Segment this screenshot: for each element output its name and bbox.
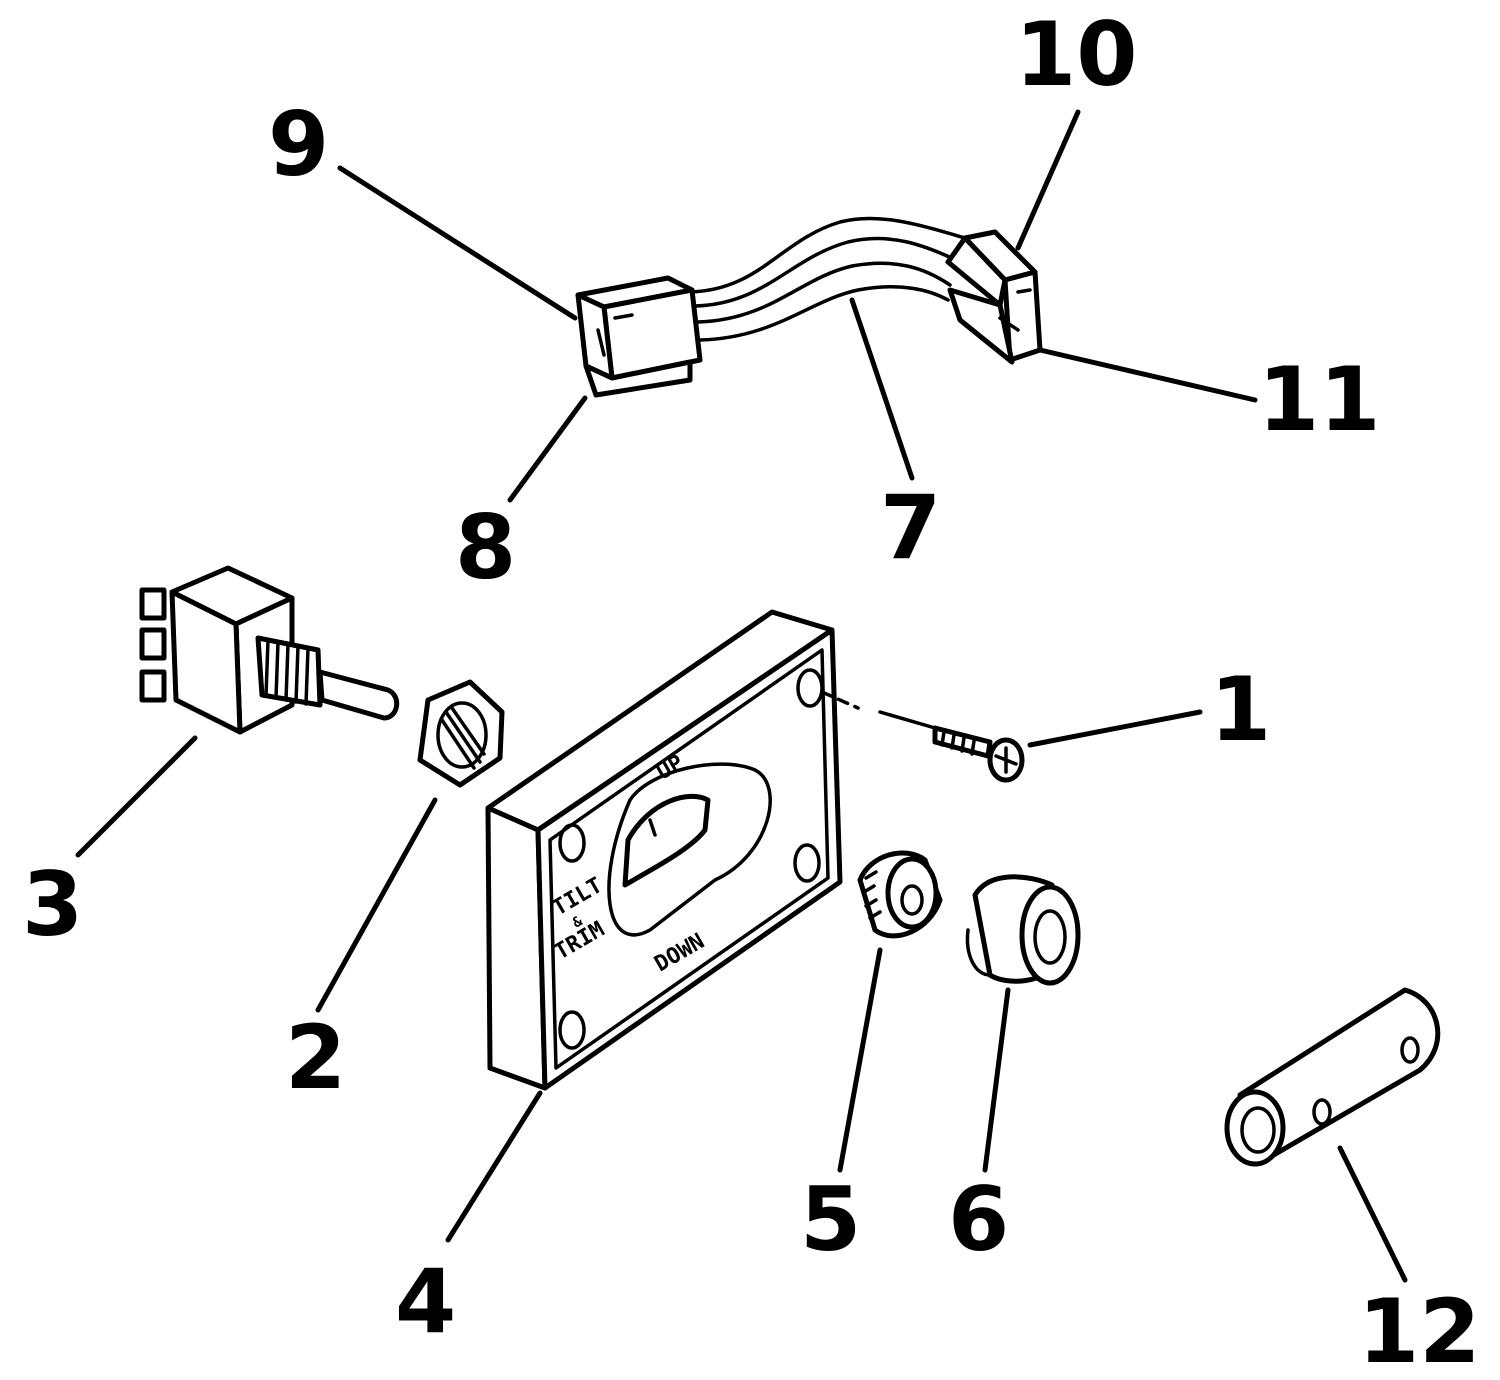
callout-10: 10: [1015, 3, 1137, 106]
left-connector: [575, 275, 703, 398]
panel-screw-holes: [558, 668, 824, 1050]
callout-5: 5: [800, 1168, 861, 1271]
sleeve: [1224, 987, 1441, 1167]
leader-lines: [75, 109, 1408, 1283]
callout-11: 11: [1258, 348, 1380, 451]
right-connector: [945, 229, 1043, 365]
boot-nut: [857, 850, 943, 939]
callout-12: 12: [1358, 1280, 1480, 1380]
wire-harness: [575, 216, 1043, 398]
switch-panel: UP DOWN TILT & TRIM: [485, 609, 843, 1091]
callout-4: 4: [395, 1250, 456, 1353]
callout-9: 9: [268, 93, 329, 196]
callout-numbers: 1 2 3 4 5 6 7 8 9 10 11 12: [22, 3, 1480, 1380]
hex-nut: [417, 679, 505, 788]
callout-6: 6: [948, 1168, 1009, 1271]
callout-3: 3: [22, 853, 83, 956]
screw: [820, 690, 1025, 783]
callout-1: 1: [1210, 658, 1271, 761]
callout-7: 7: [880, 476, 941, 579]
toggle-switch: [139, 565, 400, 735]
knob-cap: [965, 874, 1081, 986]
callout-8: 8: [455, 496, 516, 599]
callout-2: 2: [285, 1006, 346, 1109]
